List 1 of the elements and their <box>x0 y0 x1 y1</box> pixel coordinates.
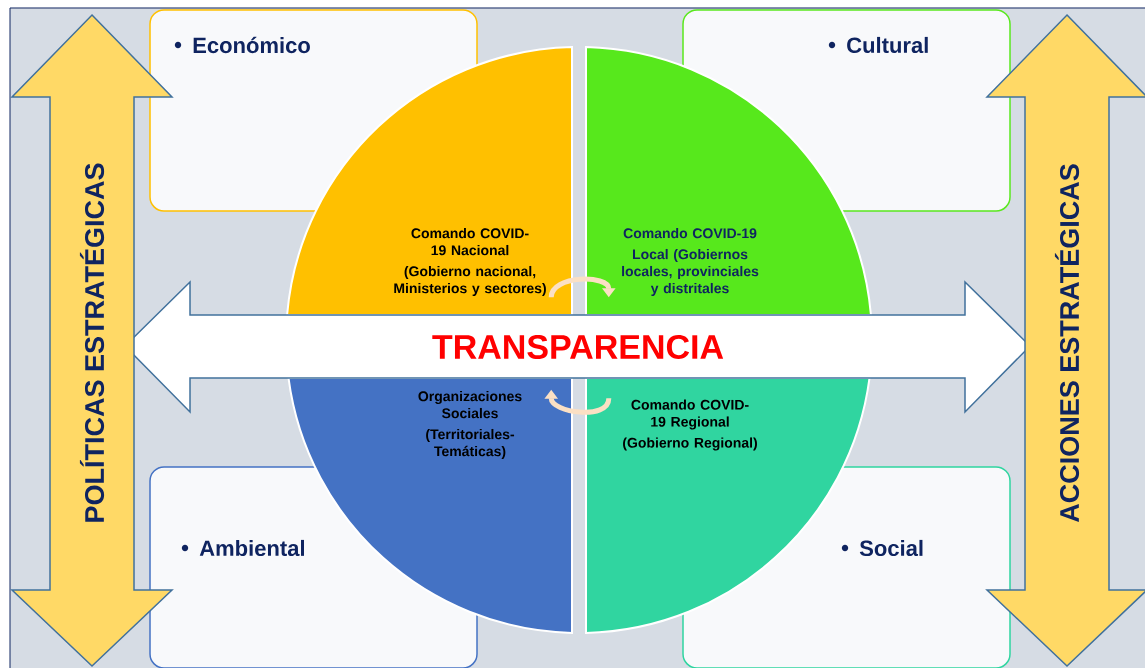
curved-arrow <box>548 276 616 298</box>
